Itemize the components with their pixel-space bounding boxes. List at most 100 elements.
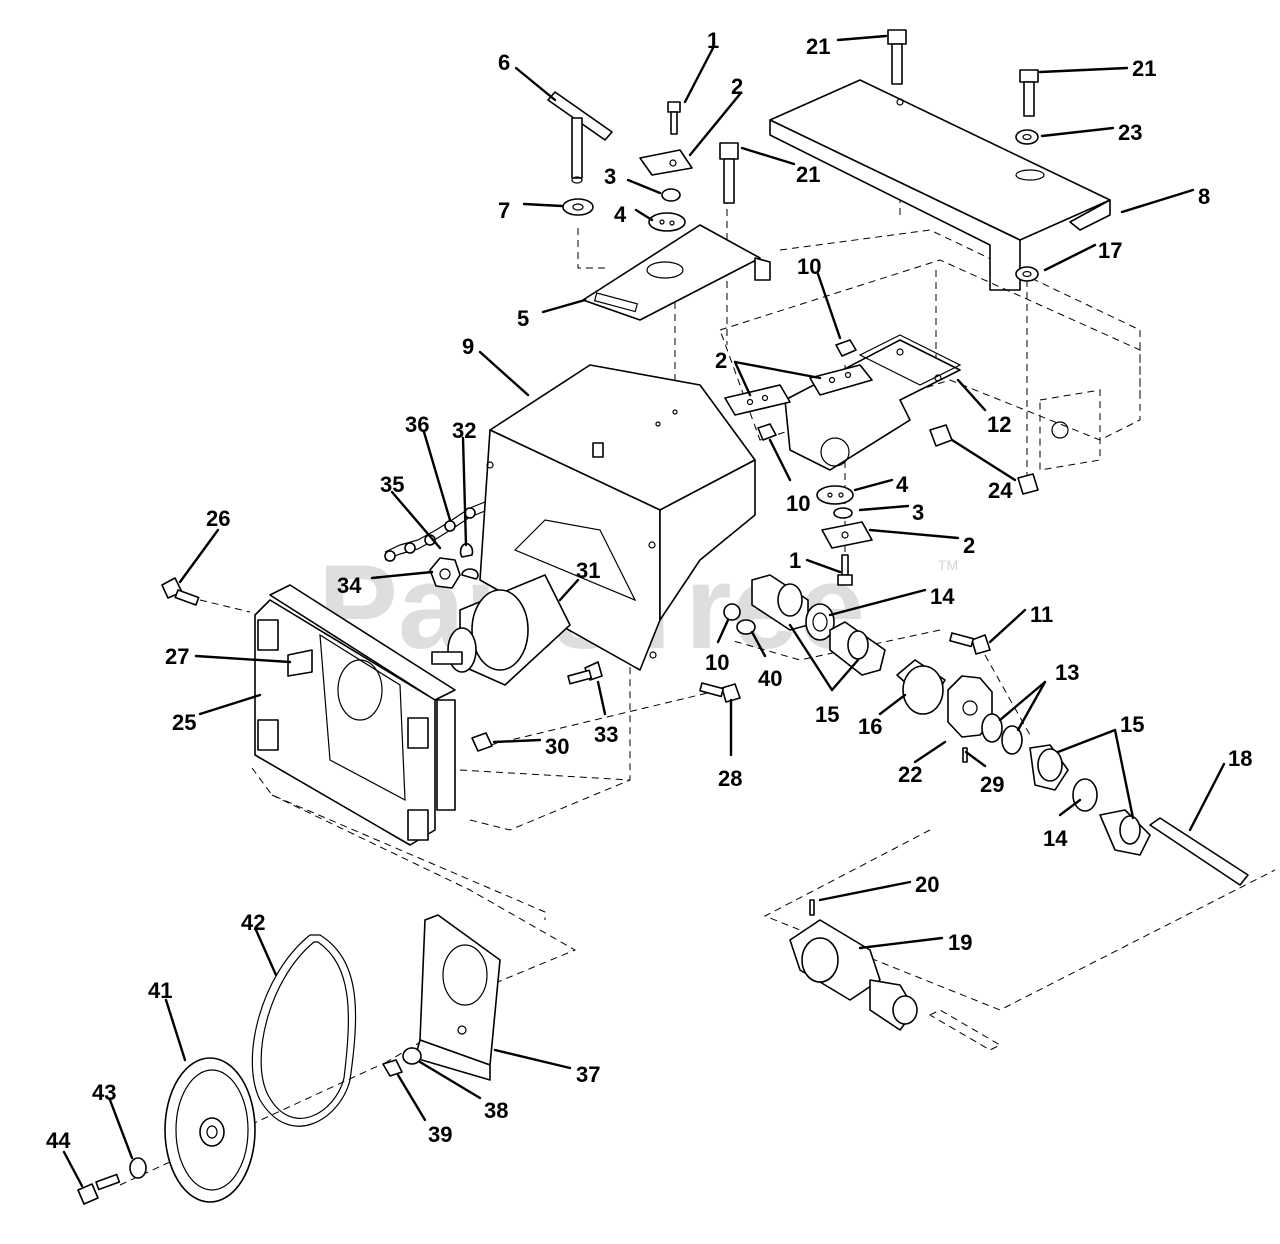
callout-label-42: 42 (241, 910, 265, 935)
leader-line-10 (716, 618, 730, 644)
leader-line-27 (194, 654, 292, 664)
part-main-housing (479, 364, 756, 671)
part-drive-shaft-assembly (1029, 744, 1249, 886)
part-nut-39 (382, 1059, 403, 1077)
part-washer-23 (1015, 129, 1039, 145)
leader-line-40 (750, 630, 767, 658)
callout-label-10: 10 (705, 650, 729, 675)
callout-label-33: 33 (594, 722, 618, 747)
callout-label-9: 9 (462, 334, 474, 359)
leader-line-6 (514, 66, 557, 102)
part-bolts-21 (719, 29, 1039, 204)
leader-line-33 (596, 680, 607, 716)
callout-label-25: 25 (172, 710, 196, 735)
callout-label-14: 14 (930, 584, 955, 609)
callout-label-26: 26 (206, 506, 230, 531)
part-nut-24-b (1017, 473, 1039, 495)
callout-label-13: 13 (1055, 660, 1079, 685)
part-nut-10-upper (835, 339, 857, 357)
callout-label-21: 21 (1132, 56, 1156, 81)
part-channel-plate (769, 79, 1111, 291)
leader-line-19 (858, 936, 944, 950)
callout-label-36: 36 (405, 412, 429, 437)
callout-label-39: 39 (428, 1122, 452, 1147)
callout-label-10: 10 (797, 254, 821, 279)
leader-line-42 (254, 928, 278, 977)
leader-line-2 (868, 528, 960, 540)
callout-label-21: 21 (796, 162, 820, 187)
leader-line-17 (1043, 243, 1097, 272)
leader-line-13 (998, 680, 1047, 722)
callout-label-17: 17 (1098, 238, 1122, 263)
callout-label-6: 6 (498, 50, 510, 75)
leader-line-12 (956, 378, 987, 412)
part-pulley-bracket (414, 914, 501, 1081)
callout-label-1: 1 (707, 28, 719, 53)
part-nut-10-mid (757, 423, 777, 441)
callout-label-27: 27 (165, 644, 189, 669)
callout-label-7: 7 (498, 198, 510, 223)
callout-label-14: 14 (1043, 826, 1068, 851)
leader-line-44 (62, 1150, 84, 1188)
leader-line-43 (108, 1098, 134, 1160)
callout-label-5: 5 (517, 306, 529, 331)
leader-line-21 (836, 34, 888, 42)
part-mounting-bracket (784, 334, 962, 471)
callout-label-15: 15 (1120, 712, 1144, 737)
callout-label-2: 2 (963, 533, 975, 558)
leader-line-2 (733, 360, 822, 380)
leader-line-4 (634, 208, 654, 222)
leader-line-21 (740, 146, 796, 166)
part-t-handle (547, 91, 613, 184)
leader-line-30 (492, 738, 542, 744)
leader-line-23 (1040, 126, 1115, 138)
leader-line-35 (390, 490, 442, 550)
part-plate-2-b (809, 364, 873, 396)
leader-line-25 (198, 693, 262, 716)
leader-line-10 (768, 438, 792, 482)
part-bolt-44 (77, 1183, 99, 1205)
leader-line-34 (370, 570, 434, 580)
callout-label-11: 11 (1030, 602, 1053, 627)
callout-label-19: 19 (948, 930, 972, 955)
leader-line-37 (493, 1048, 572, 1070)
callout-label-31: 31 (576, 558, 600, 583)
part-nut-30 (471, 732, 493, 752)
leader-line-14 (1058, 798, 1082, 817)
leader-line-14 (828, 588, 927, 617)
leader-line-21 (1038, 66, 1129, 74)
callout-label-44: 44 (46, 1128, 71, 1153)
leader-line-13 (1016, 680, 1047, 732)
part-pulley (164, 1057, 256, 1203)
part-nut-24-a (929, 424, 953, 447)
callout-label-16: 16 (858, 714, 882, 739)
leader-line-2 (688, 92, 742, 157)
part-washer-40 (736, 619, 756, 635)
callout-label-12: 12 (987, 412, 1011, 437)
leader-line-18 (1188, 762, 1226, 832)
callout-label-43: 43 (92, 1080, 116, 1105)
callout-label-29: 29 (980, 772, 1004, 797)
callout-label-18: 18 (1228, 746, 1252, 771)
leader-line-8 (1120, 188, 1195, 214)
part-plate-2-a (724, 384, 791, 416)
callout-label-4: 4 (614, 202, 627, 227)
part-nut-10-lower (723, 603, 741, 621)
leader-line-15 (788, 623, 834, 692)
callout-label-21: 21 (806, 34, 830, 59)
leader-line-31 (558, 578, 580, 602)
leader-line-1 (805, 558, 842, 574)
leader-line-4 (853, 478, 894, 492)
callout-label-34: 34 (337, 573, 362, 598)
callout-label-23: 23 (1118, 120, 1142, 145)
callout-label-1: 1 (789, 548, 801, 573)
part-washer-17 (1015, 266, 1039, 282)
callout-label-32: 32 (452, 418, 476, 443)
callout-label-15: 15 (815, 702, 839, 727)
callout-label-37: 37 (576, 1062, 600, 1087)
callout-label-24: 24 (988, 478, 1013, 503)
callout-label-3: 3 (912, 500, 924, 525)
leader-line-11 (988, 608, 1027, 644)
